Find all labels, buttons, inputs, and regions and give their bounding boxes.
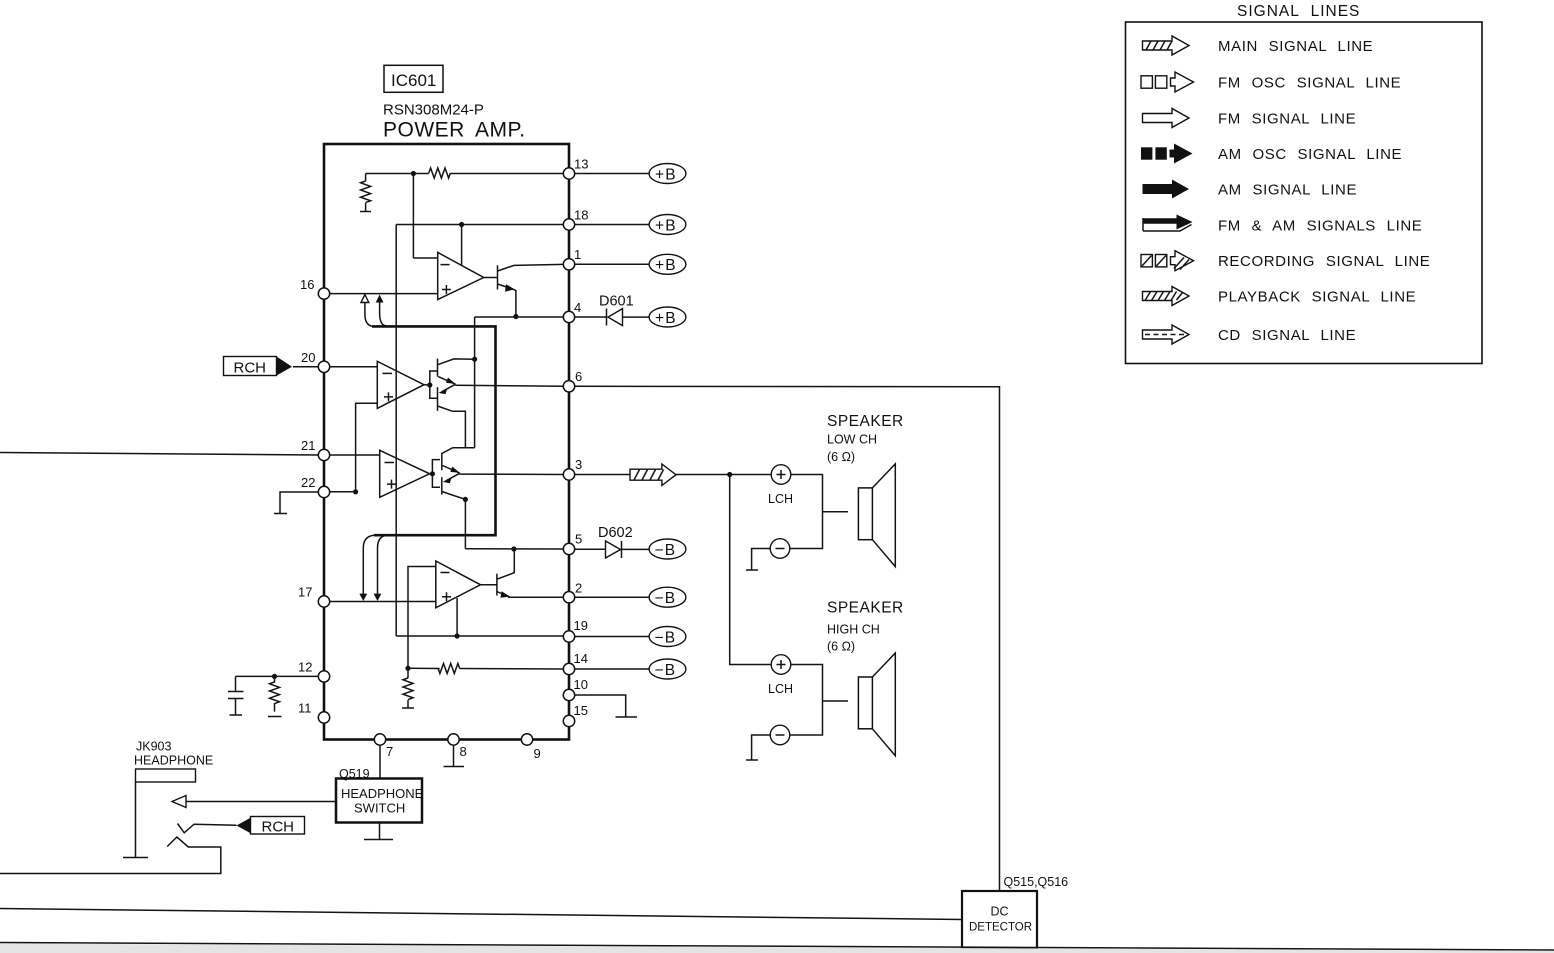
svg-text:4: 4	[574, 300, 581, 315]
svg-text:RCH: RCH	[234, 360, 267, 377]
svg-text:+B: +B	[655, 166, 677, 183]
svg-text:Q519: Q519	[339, 767, 370, 781]
svg-text:2: 2	[575, 581, 582, 596]
svg-text:7: 7	[386, 744, 393, 759]
svg-text:+B: +B	[655, 257, 677, 274]
svg-text:16: 16	[300, 277, 314, 292]
svg-text:LOW CH: LOW CH	[827, 433, 877, 447]
svg-text:17: 17	[298, 585, 312, 600]
svg-text:JK903: JK903	[136, 740, 171, 754]
svg-text:RSN308M24-P: RSN308M24-P	[383, 102, 484, 119]
svg-text:+B: +B	[655, 217, 677, 234]
svg-text:PLAYBACK SIGNAL LINE: PLAYBACK SIGNAL LINE	[1218, 289, 1416, 306]
svg-text:FM & AM SIGNALS LINE: FM & AM SIGNALS LINE	[1218, 218, 1422, 235]
svg-text:−B: −B	[655, 662, 677, 679]
svg-text:POWER AMP.: POWER AMP.	[383, 119, 526, 142]
svg-text:(6 Ω): (6 Ω)	[827, 450, 855, 464]
svg-text:11: 11	[298, 701, 312, 716]
svg-text:LCH: LCH	[768, 492, 793, 506]
svg-text:3: 3	[575, 457, 582, 472]
svg-text:LCH: LCH	[768, 682, 793, 696]
svg-text:Q515,Q516: Q515,Q516	[1004, 875, 1069, 889]
svg-text:14: 14	[574, 651, 588, 666]
svg-text:HEADPHONE: HEADPHONE	[341, 786, 424, 801]
svg-text:CD SIGNAL LINE: CD SIGNAL LINE	[1218, 327, 1356, 344]
svg-text:18: 18	[574, 208, 588, 223]
svg-text:−B: −B	[655, 629, 677, 646]
svg-text:19: 19	[574, 618, 588, 633]
svg-text:5: 5	[575, 532, 582, 547]
svg-text:HEADPHONE: HEADPHONE	[134, 754, 213, 768]
svg-text:9: 9	[534, 746, 541, 761]
svg-text:−B: −B	[655, 542, 677, 559]
svg-text:MAIN SIGNAL LINE: MAIN SIGNAL LINE	[1218, 38, 1373, 55]
svg-text:+B: +B	[655, 310, 677, 327]
svg-text:SPEAKER: SPEAKER	[827, 600, 904, 617]
svg-text:−B: −B	[655, 590, 677, 607]
svg-text:20: 20	[301, 350, 315, 365]
svg-text:13: 13	[574, 157, 588, 172]
svg-text:SIGNAL LINES: SIGNAL LINES	[1237, 3, 1360, 20]
svg-text:IC601: IC601	[391, 71, 436, 90]
svg-text:15: 15	[574, 703, 588, 718]
svg-text:SWITCH: SWITCH	[354, 801, 405, 816]
svg-text:(6 Ω): (6 Ω)	[827, 640, 855, 654]
svg-text:D602: D602	[598, 525, 633, 541]
svg-text:DETECTOR: DETECTOR	[969, 922, 1032, 934]
svg-text:DC: DC	[991, 905, 1009, 919]
svg-text:AM OSC SIGNAL LINE: AM OSC SIGNAL LINE	[1218, 146, 1402, 163]
svg-text:12: 12	[298, 660, 312, 675]
svg-text:AM SIGNAL LINE: AM SIGNAL LINE	[1218, 182, 1357, 199]
svg-text:6: 6	[575, 369, 582, 384]
svg-text:10: 10	[574, 677, 588, 692]
svg-text:RECORDING SIGNAL LINE: RECORDING SIGNAL LINE	[1218, 253, 1430, 270]
svg-text:SPEAKER: SPEAKER	[827, 413, 904, 430]
svg-text:1: 1	[574, 247, 581, 262]
svg-text:FM SIGNAL LINE: FM SIGNAL LINE	[1218, 111, 1356, 128]
svg-text:FM OSC SIGNAL LINE: FM OSC SIGNAL LINE	[1218, 75, 1401, 92]
svg-text:22: 22	[301, 475, 315, 490]
svg-text:D601: D601	[599, 294, 634, 310]
svg-text:21: 21	[301, 438, 315, 453]
svg-text:RCH: RCH	[262, 819, 295, 836]
svg-text:8: 8	[460, 744, 467, 759]
svg-text:HIGH CH: HIGH CH	[827, 623, 880, 637]
